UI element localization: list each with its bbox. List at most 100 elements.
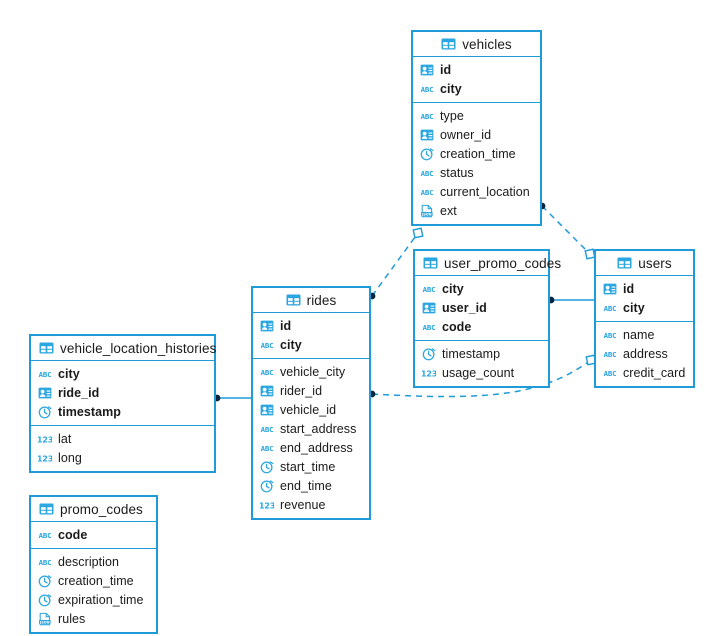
svg-text:ABC: ABC	[604, 304, 617, 313]
column-row-rides-city[interactable]: ABC city	[253, 335, 369, 354]
table-header-vehicles[interactable]: vehicles	[413, 32, 540, 57]
table-name-rides: rides	[306, 292, 337, 308]
column-name: city	[280, 337, 302, 352]
primary-key-section-vehicle_location_histories: ABC city ride_id timestamp	[31, 361, 214, 426]
column-name: expiration_time	[58, 592, 144, 607]
svg-text:ABC: ABC	[604, 350, 617, 359]
relationship-line	[541, 205, 591, 255]
column-row-user_promo_codes-timestamp[interactable]: timestamp	[415, 344, 548, 363]
clock-timestamp-type-icon	[38, 593, 52, 607]
table-header-user_promo_codes[interactable]: user_promo_codes	[415, 251, 561, 276]
column-row-rides-id[interactable]: id	[253, 316, 369, 335]
column-row-users-address[interactable]: ABC address	[596, 344, 693, 363]
column-row-user_promo_codes-usage_count[interactable]: 123 usage_count	[415, 363, 548, 382]
relationship-user-promo-codes-to-users[interactable]	[547, 296, 594, 304]
svg-text:ABC: ABC	[604, 331, 617, 340]
table-name-vehicle_location_histories: vehicle_location_histories	[60, 340, 217, 356]
abc-string-type-icon: ABC	[260, 338, 274, 352]
svg-text:123: 123	[422, 368, 436, 378]
table-name-promo_codes: promo_codes	[60, 501, 143, 517]
table-header-users[interactable]: users	[596, 251, 693, 276]
column-row-promo_codes-creation_time[interactable]: creation_time	[31, 571, 156, 590]
svg-text:ABC: ABC	[261, 444, 274, 453]
column-row-rides-start_time[interactable]: start_time	[253, 457, 369, 476]
svg-text:JSON: JSON	[421, 212, 432, 216]
column-row-vehicle_location_histories-ride_id[interactable]: ride_id	[31, 383, 214, 402]
column-name: status	[440, 165, 474, 180]
table-header-rides[interactable]: rides	[253, 288, 369, 313]
column-row-vehicles-creation_time[interactable]: creation_time	[413, 144, 540, 163]
column-row-rides-vehicle_city[interactable]: ABC vehicle_city	[253, 362, 369, 381]
id-badge-type-icon	[420, 63, 434, 77]
column-name: description	[58, 554, 119, 569]
column-row-promo_codes-expiration_time[interactable]: expiration_time	[31, 590, 156, 609]
column-row-rides-rider_id[interactable]: rider_id	[253, 381, 369, 400]
column-row-rides-vehicle_id[interactable]: vehicle_id	[253, 400, 369, 419]
abc-string-type-icon: ABC	[38, 367, 52, 381]
clock-timestamp-type-icon	[420, 147, 434, 161]
svg-text:ABC: ABC	[39, 370, 52, 379]
column-name: ride_id	[58, 385, 100, 400]
column-row-vehicles-owner_id[interactable]: owner_id	[413, 125, 540, 144]
table-header-promo_codes[interactable]: promo_codes	[31, 497, 156, 522]
123-number-type-icon: 123	[38, 432, 52, 446]
relationship-line	[371, 232, 419, 297]
column-name: id	[280, 318, 292, 333]
column-name: city	[58, 366, 80, 381]
id-badge-type-icon	[420, 128, 434, 142]
column-row-vehicles-id[interactable]: id	[413, 60, 540, 79]
id-badge-type-icon	[422, 301, 436, 315]
clock-timestamp-type-icon	[260, 479, 274, 493]
table-header-vehicle_location_histories[interactable]: vehicle_location_histories	[31, 336, 217, 361]
column-name: address	[623, 346, 668, 361]
svg-text:ABC: ABC	[421, 188, 434, 197]
column-name: vehicle_city	[280, 364, 346, 379]
abc-string-type-icon: ABC	[38, 528, 52, 542]
table-grid-icon	[617, 257, 632, 269]
table-grid-icon	[286, 294, 301, 306]
abc-string-type-icon: ABC	[420, 109, 434, 123]
relationship-vehicle-location-histories-to-rides[interactable]	[213, 394, 251, 402]
column-name: usage_count	[442, 365, 515, 380]
column-row-vehicle_location_histories-timestamp[interactable]: timestamp	[31, 402, 214, 421]
column-name: vehicle_id	[280, 402, 337, 417]
column-row-rides-end_address[interactable]: ABC end_address	[253, 438, 369, 457]
column-row-users-id[interactable]: id	[596, 279, 693, 298]
column-row-vehicle_location_histories-city[interactable]: ABC city	[31, 364, 214, 383]
svg-text:ABC: ABC	[423, 323, 436, 332]
column-row-user_promo_codes-user_id[interactable]: user_id	[415, 298, 548, 317]
abc-string-type-icon: ABC	[260, 365, 274, 379]
column-name: credit_card	[623, 365, 686, 380]
abc-string-type-icon: ABC	[422, 320, 436, 334]
svg-text:ABC: ABC	[261, 425, 274, 434]
column-name: end_address	[280, 440, 353, 455]
column-row-rides-end_time[interactable]: end_time	[253, 476, 369, 495]
